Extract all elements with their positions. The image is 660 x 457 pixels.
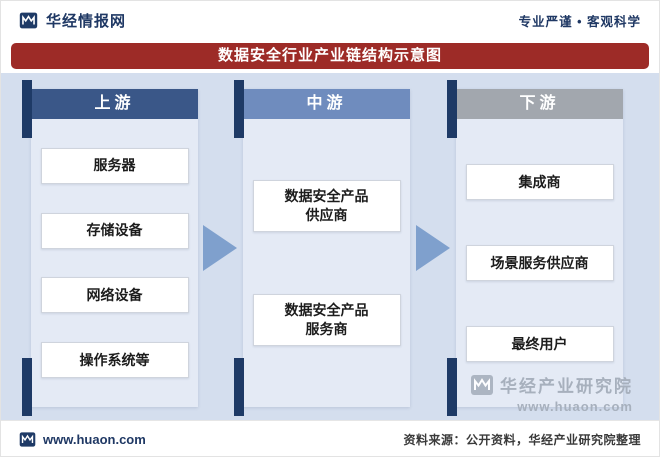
item-box: 操作系统等 <box>40 342 189 379</box>
footer: www.huaon.com 资料来源：公开资料，华经产业研究院整理 <box>1 420 659 456</box>
item-box: 集成商 <box>465 164 614 200</box>
title-wrap: 数据安全行业产业链结构示意图 <box>1 39 659 73</box>
upstream-items: 服务器 存储设备 网络设备 操作系统等 <box>31 119 198 407</box>
huaon-logo-icon <box>19 11 38 30</box>
column-header-midstream: 中游 <box>243 89 410 119</box>
corner-accent <box>234 358 244 416</box>
item-box: 存储设备 <box>40 212 189 249</box>
column-header-downstream: 下游 <box>456 89 623 119</box>
corner-accent <box>447 358 457 416</box>
watermark-name: 华经产业研究院 <box>500 377 633 396</box>
footer-site-text: www.huaon.com <box>43 432 146 447</box>
corner-accent <box>447 80 457 138</box>
item-box: 服务器 <box>40 147 189 184</box>
item-box: 最终用户 <box>465 326 614 362</box>
diagram-area: 上游 服务器 存储设备 网络设备 操作系统等 中游 数据安全产品 供应商 数据安… <box>1 73 659 420</box>
watermark: 华经产业研究院 www.huaon.com <box>470 372 633 414</box>
footer-brand: www.huaon.com <box>19 431 146 448</box>
corner-accent <box>22 358 32 416</box>
watermark-logo-icon <box>470 373 494 397</box>
midstream-items: 数据安全产品 供应商 数据安全产品 服务商 <box>243 119 410 407</box>
column-upstream: 上游 服务器 存储设备 网络设备 操作系统等 <box>22 80 198 416</box>
arrow-right-icon <box>203 225 237 271</box>
brand-name: 华经情报网 <box>46 12 127 30</box>
source-note: 资料来源：公开资料，华经产业研究院整理 <box>403 433 641 447</box>
item-box: 场景服务供应商 <box>465 245 614 281</box>
page-title: 数据安全行业产业链结构示意图 <box>11 43 649 69</box>
brand: 华经情报网 <box>19 10 126 31</box>
huaon-logo-icon <box>19 431 36 448</box>
column-downstream: 下游 集成商 场景服务供应商 最终用户 <box>447 80 623 416</box>
corner-accent <box>234 80 244 138</box>
column-header-upstream: 上游 <box>31 89 198 119</box>
item-box: 数据安全产品 服务商 <box>252 293 401 346</box>
corner-accent <box>22 80 32 138</box>
watermark-site: www.huaon.com <box>517 399 633 414</box>
item-box: 网络设备 <box>40 277 189 314</box>
column-midstream: 中游 数据安全产品 供应商 数据安全产品 服务商 <box>234 80 410 416</box>
downstream-items: 集成商 场景服务供应商 最终用户 <box>456 119 623 407</box>
top-bar: 华经情报网 专业严谨 • 客观科学 <box>1 1 659 39</box>
item-box: 数据安全产品 供应商 <box>252 180 401 233</box>
tagline: 专业严谨 • 客观科学 <box>518 14 641 29</box>
arrow-right-icon <box>416 225 450 271</box>
